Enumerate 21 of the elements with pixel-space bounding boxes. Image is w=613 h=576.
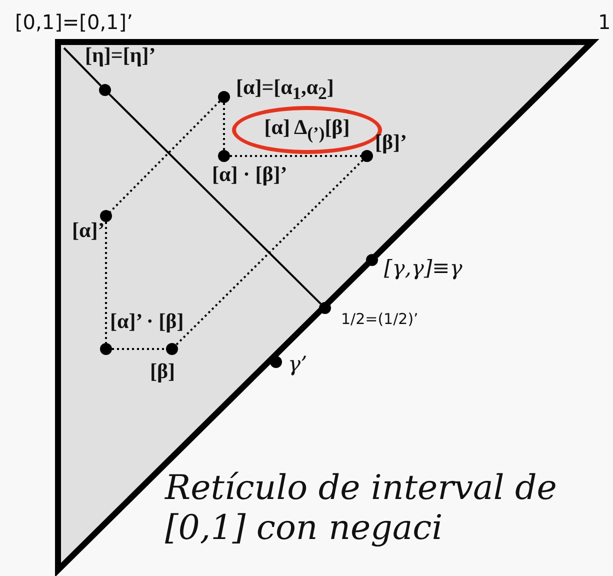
- dotted-line: [230, 155, 361, 157]
- math-expression: [α] Δ$_{(’)}$[β]: [264, 117, 350, 143]
- point-label: [γ,γ]≡γ: [384, 258, 462, 279]
- corner-label: [0,1]=[0,1]’: [15, 12, 133, 32]
- point-label: [β]: [150, 361, 176, 382]
- dotted-line: [223, 103, 225, 150]
- point-label: [α]=[α$_{1}$,α$_{2}$]: [236, 77, 334, 103]
- point-label: [η]=[η]’: [85, 45, 156, 66]
- point-label: 1/2=(1/2)’: [341, 312, 418, 327]
- point-label: [α]’ · [β]: [110, 311, 184, 332]
- point-label: [β]’: [375, 132, 408, 153]
- point-label: [α]’: [72, 220, 105, 241]
- dotted-line: [112, 348, 166, 350]
- dotted-line: [176, 160, 364, 346]
- connector-line: [108, 94, 322, 304]
- corner-label: 1: [598, 12, 611, 32]
- caption-text: Retículo de interval de [0,1] con negaci: [165, 468, 558, 548]
- dotted-line: [105, 222, 107, 343]
- point-label: [α] · [β]’: [212, 164, 288, 185]
- point-label: γ’: [288, 354, 308, 375]
- dotted-line: [110, 100, 220, 212]
